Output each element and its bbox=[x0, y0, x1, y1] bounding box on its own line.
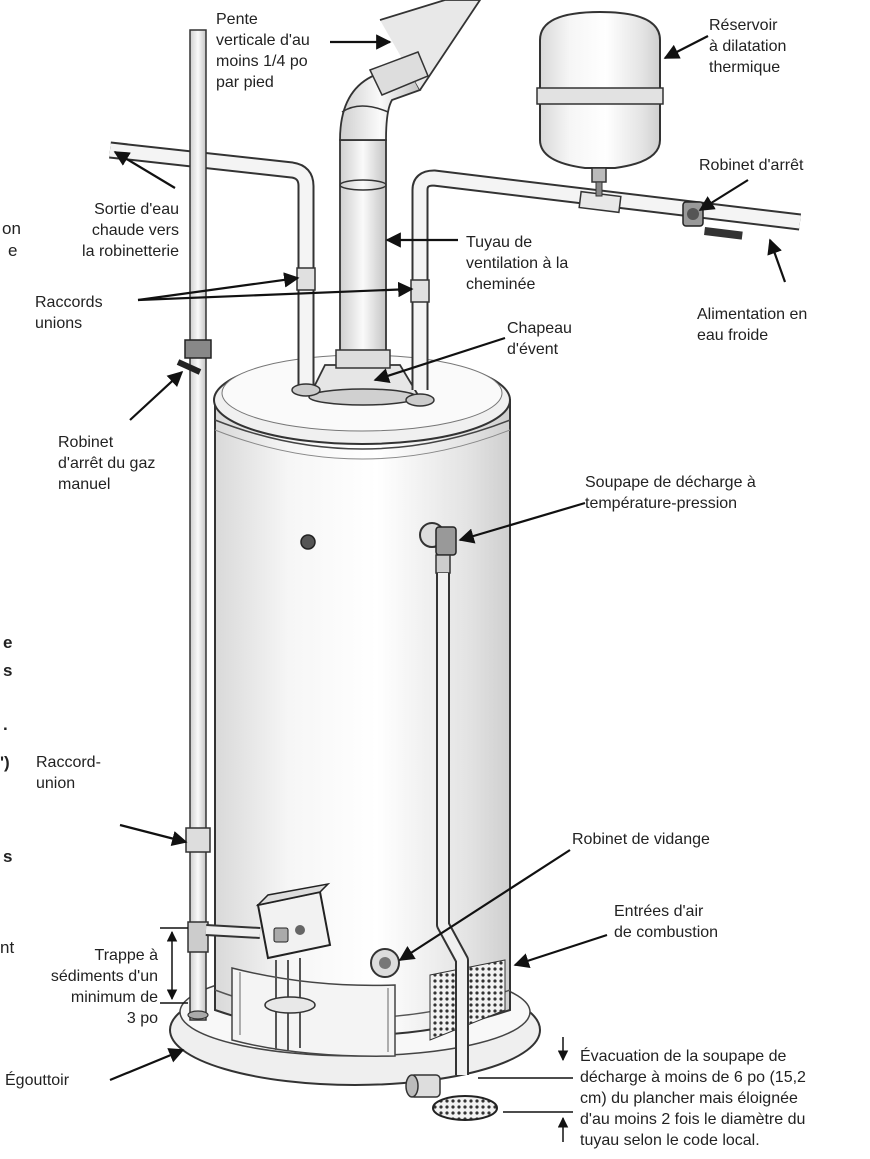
label-shutoff-valve: Robinet d'arrêt bbox=[699, 157, 804, 174]
label-drain-pan: Égouttoir bbox=[5, 1072, 70, 1089]
hot-water-pipe bbox=[109, 141, 321, 397]
draft-hood bbox=[308, 349, 420, 406]
label-vertical-slope: Pente verticale d'au moins 1/4 po par pi… bbox=[216, 11, 310, 91]
clipped-text-1: on bbox=[2, 219, 21, 238]
label-hot-water-outlet: Sortie d'eau chaude vers la robinetterie bbox=[82, 201, 179, 260]
label-tp-relief-valve: Soupape de décharge à température-pressi… bbox=[585, 474, 756, 512]
clipped-text-6: ') bbox=[0, 753, 10, 772]
label-vent-pipe: Tuyau de ventilation à la cheminée bbox=[466, 234, 569, 293]
gas-control-valve bbox=[255, 882, 332, 1050]
leader-arrows bbox=[109, 34, 787, 1082]
clipped-text-5: . bbox=[3, 715, 8, 734]
clipped-text-4: s bbox=[3, 661, 13, 680]
label-cold-water-supply: Alimentation en eau froide bbox=[697, 306, 808, 344]
label-relief-discharge: Évacuation de la soupape de décharge à m… bbox=[580, 1048, 806, 1149]
clipped-text-3: e bbox=[3, 633, 13, 652]
vent-pipe bbox=[339, 0, 482, 366]
clipped-text-7: s bbox=[3, 847, 13, 866]
floor-drain-grate bbox=[432, 1095, 498, 1121]
label-unions: Raccords unions bbox=[35, 294, 103, 332]
sediment-trap-dimension bbox=[160, 927, 188, 1004]
label-draft-hood: Chapeau d'évent bbox=[507, 320, 572, 358]
label-sediment-trap: Trappe à sédiments d'un minimum de 3 po bbox=[50, 947, 158, 1027]
water-heater-tank bbox=[213, 354, 511, 1057]
gas-supply-line bbox=[176, 29, 261, 1021]
expansion-tank bbox=[536, 10, 664, 197]
drain-valve bbox=[370, 948, 400, 978]
label-combustion-air-inlets: Entrées d'air de combustion bbox=[614, 903, 719, 941]
cold-water-pipe bbox=[405, 169, 802, 407]
label-expansion-tank: Réservoir à dilatation thermique bbox=[709, 17, 787, 76]
pan-drain-fitting bbox=[405, 1074, 441, 1098]
cold-shutoff-valve bbox=[682, 201, 743, 240]
clipped-text-8: nt bbox=[0, 938, 15, 957]
clipped-text-2: e bbox=[8, 241, 18, 260]
tp-relief-valve bbox=[419, 522, 469, 1075]
label-drain-valve: Robinet de vidange bbox=[572, 831, 710, 848]
label-union: Raccord- union bbox=[36, 754, 101, 792]
label-gas-shutoff-valve: Robinet d'arrêt du gaz manuel bbox=[58, 434, 156, 493]
discharge-height-marks bbox=[478, 1037, 573, 1142]
